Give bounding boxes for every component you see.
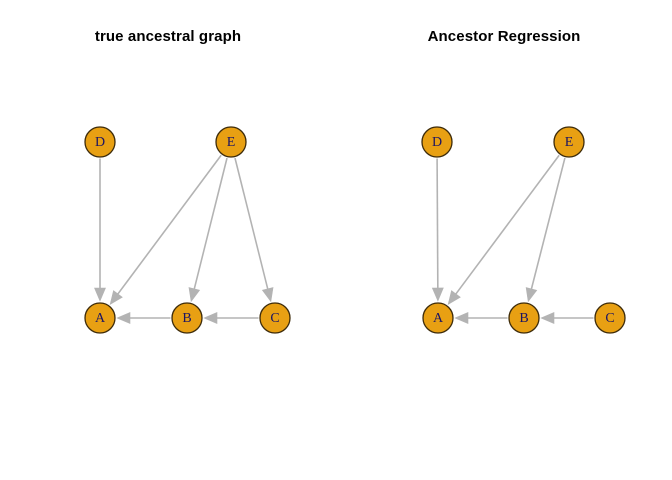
panel-title-right: Ancestor Regression	[427, 28, 581, 45]
panel-title-left: true ancestral graph	[94, 28, 242, 45]
edge-layer	[94, 154, 274, 324]
node-layer: D E A B C	[421, 126, 626, 334]
edge-line	[115, 154, 222, 297]
panel-ancestor-regression: Ancestor Regression D E A B C	[336, 0, 672, 480]
graph-node-B[interactable]: B	[171, 302, 203, 334]
arrowhead-icon	[454, 312, 469, 324]
edge-layer	[431, 154, 594, 324]
edge-line	[453, 154, 560, 297]
arrowhead-icon	[447, 290, 461, 305]
node-circle[interactable]	[594, 302, 626, 334]
edge-line	[436, 158, 439, 291]
arrowhead-icon	[540, 312, 555, 324]
graph-edge-E-to-B	[188, 157, 228, 303]
node-circle[interactable]	[421, 126, 453, 158]
arrowhead-icon	[188, 287, 201, 303]
graph-edge-E-to-A	[447, 154, 560, 305]
node-circle[interactable]	[553, 126, 585, 158]
arrowhead-icon	[431, 287, 444, 302]
graph-node-B[interactable]: B	[508, 302, 540, 334]
graph-true-ancestral-graph: D E A B C	[84, 126, 291, 334]
graph-edge-D-to-A	[94, 158, 106, 302]
arrowhead-icon	[525, 287, 538, 303]
graph-edge-B-to-A	[454, 312, 508, 324]
node-circle[interactable]	[259, 302, 291, 334]
panel-true-ancestral-graph: true ancestral graph D E A B C	[84, 28, 291, 334]
graph-edge-D-to-A	[431, 158, 444, 302]
graph-node-A[interactable]: A	[422, 302, 454, 334]
node-circle[interactable]	[422, 302, 454, 334]
node-circle[interactable]	[508, 302, 540, 334]
graph-edge-B-to-A	[116, 312, 171, 324]
graph-edge-C-to-B	[540, 312, 594, 324]
graph-node-A[interactable]: A	[84, 302, 116, 334]
arrowhead-icon	[109, 290, 123, 305]
arrowhead-icon	[94, 287, 106, 302]
graph-edge-E-to-C	[234, 157, 274, 303]
graph-node-C[interactable]: C	[594, 302, 626, 334]
graph-edge-C-to-B	[203, 312, 259, 324]
node-layer: D E A B C	[84, 126, 291, 334]
arrowhead-icon	[261, 287, 274, 303]
node-circle[interactable]	[84, 302, 116, 334]
edge-line	[192, 157, 228, 292]
graph-node-C[interactable]: C	[259, 302, 291, 334]
arrowhead-icon	[203, 312, 218, 324]
node-circle[interactable]	[171, 302, 203, 334]
arrowhead-icon	[116, 312, 131, 324]
graph-node-D[interactable]: D	[84, 126, 116, 158]
edge-line	[234, 157, 270, 292]
node-circle[interactable]	[215, 126, 247, 158]
graph-edge-E-to-A	[109, 154, 222, 305]
graph-edge-E-to-B	[525, 157, 566, 303]
node-circle[interactable]	[84, 126, 116, 158]
graph-node-E[interactable]: E	[553, 126, 585, 158]
graph-ancestor-regression: D E A B C	[421, 126, 626, 334]
edge-line	[530, 157, 566, 292]
graph-node-D[interactable]: D	[421, 126, 453, 158]
graph-node-E[interactable]: E	[215, 126, 247, 158]
